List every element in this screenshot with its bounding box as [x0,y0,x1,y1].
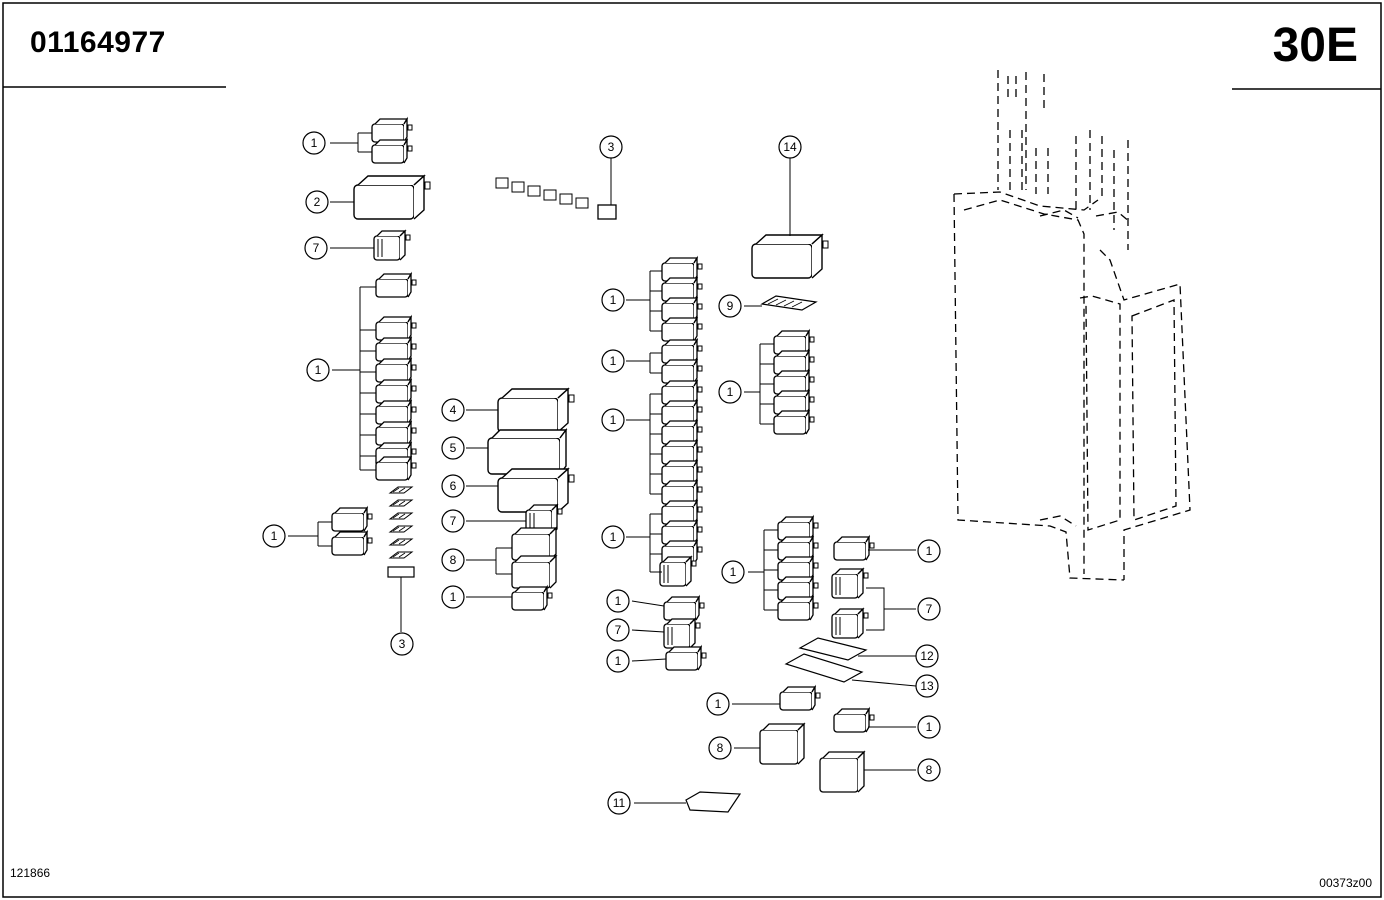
callout-label: 1 [450,590,457,604]
callout-label: 5 [450,441,457,455]
callout-label: 1 [730,565,737,579]
large-relay-2 [330,175,431,220]
callout-label: 1 [615,654,622,668]
callout-label: 7 [615,623,622,637]
callout-label: 8 [450,553,457,567]
callout-label: 1 [610,293,617,307]
fuse-box-outline [953,70,1191,581]
callout-label: 1 [926,720,933,734]
relay-7-middle [466,504,563,535]
callout-label: 13 [920,679,934,693]
reference-code: 00373z00 [1319,876,1372,890]
callout-label: 7 [450,514,457,528]
callout-label: 1 [615,594,622,608]
callout-label: 1 [610,530,617,544]
relays-right-7-group [831,536,916,639]
callout-label: 1 [926,544,933,558]
fuse-strip-top [495,158,617,220]
callout-label: 1 [610,413,617,427]
center-bottom-relays [631,596,707,671]
callout-label: 8 [717,741,724,755]
callout-labels: 1 2 7 1 1 3 3 4 5 6 7 8 1 1 1 1 1 1 7 1 … [271,136,934,810]
callout-label: 4 [450,403,457,417]
drawing-number: 121866 [10,866,51,880]
relay-stack-right-lower [748,516,819,621]
small-relay-bottom-middle [466,586,553,611]
callouts [262,131,941,815]
fuse-strip-left [387,486,415,632]
callout-label: 8 [926,763,933,777]
plates-12-13 [784,637,917,687]
callout-label: 2 [314,195,321,209]
callout-label: 1 [715,697,722,711]
callout-label: 11 [613,796,626,810]
callout-label: 1 [311,136,318,150]
callout-label: 1 [610,354,617,368]
callout-label: 3 [399,637,406,651]
relay-14 [751,158,829,279]
callout-label: 1 [727,385,734,399]
relay-8-bottom-right [734,722,916,793]
callout-label: 7 [313,241,320,255]
callout-label: 12 [920,649,934,663]
callout-label: 6 [450,479,457,493]
relay-8-pair [466,526,558,589]
callout-label: 14 [783,140,797,154]
small-relays-bottom-right [732,686,916,733]
relay-pair-left [288,507,373,556]
relays-4-5-6 [466,388,575,513]
blade-fuse-11 [634,791,742,813]
callout-label: 3 [608,140,615,154]
callout-label: 7 [926,602,933,616]
plate-9 [744,295,817,311]
relay-group-top-left [330,118,413,164]
section-code: 30E [1272,19,1358,72]
callout-label: 1 [315,363,322,377]
callout-label: 1 [271,529,278,543]
relay-7-left [330,230,411,261]
part-number: 01164977 [30,26,166,59]
relay-stack-left [332,273,417,481]
relay-stack-right-upper [744,330,815,435]
callout-label: 9 [727,299,734,313]
relay-stack-center [626,257,703,587]
